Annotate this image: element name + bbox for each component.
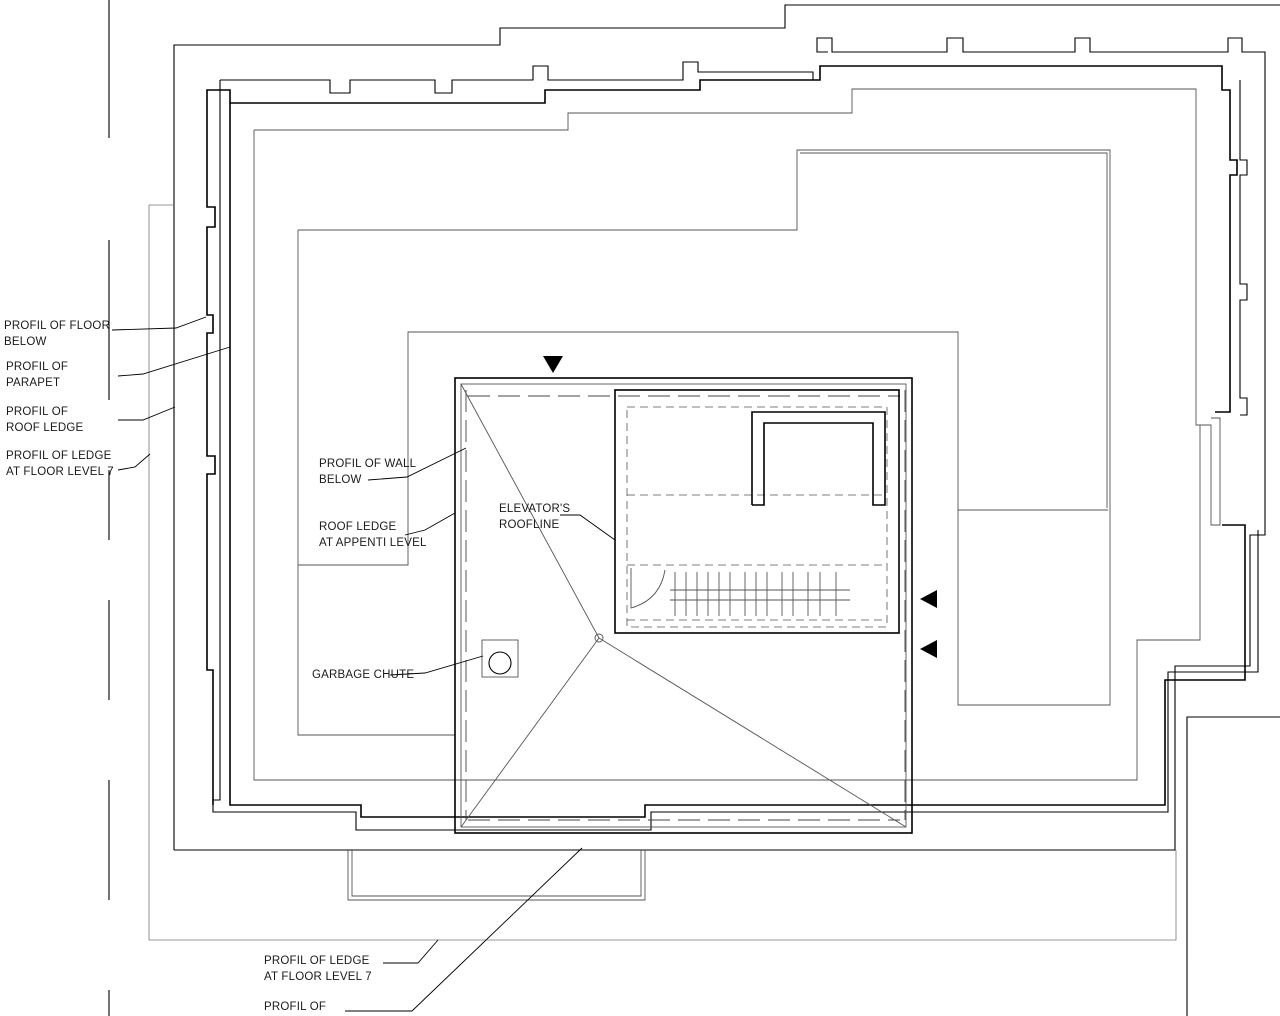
annotation-labels: PROFIL OF FLOOR BELOW PROFIL OF PARAPET …: [4, 320, 570, 1013]
building-outline: [173, 4, 1280, 850]
label-parapet: PROFIL OF: [6, 361, 68, 373]
label-bottom-profil: PROFIL OF: [264, 1001, 326, 1013]
label-floor-below: PROFIL OF FLOOR: [4, 320, 110, 332]
label-roof-ledge: PROFIL OF: [6, 406, 68, 418]
triangle-marker-icon: [920, 640, 937, 658]
svg-text:AT FLOOR LEVEL 7: AT FLOOR LEVEL 7: [264, 971, 372, 983]
svg-text:AT FLOOR LEVEL 7: AT FLOOR LEVEL 7: [6, 466, 114, 478]
svg-text:AT APPENTI LEVEL: AT APPENTI LEVEL: [319, 537, 427, 549]
svg-text:ROOFLINE: ROOFLINE: [499, 519, 560, 531]
elevator-roofline: [614, 389, 900, 634]
axis-lines: [108, 0, 1188, 1016]
svg-text:BELOW: BELOW: [4, 336, 47, 348]
label-ledge-level7: PROFIL OF LEDGE: [6, 450, 112, 462]
parapet-profile: [206, 61, 1259, 831]
leader-lines: [111, 316, 616, 1012]
building-outline-right: [1186, 716, 1280, 955]
floor-below-profile: [298, 149, 1111, 706]
label-bottom-ledge: PROFIL OF LEDGE: [264, 955, 370, 967]
svg-text:ROOF LEDGE: ROOF LEDGE: [6, 422, 84, 434]
triangle-marker-icon: [920, 590, 937, 608]
label-appenti: ROOF LEDGE: [319, 521, 397, 533]
label-wall-below: PROFIL OF WALL: [319, 458, 417, 470]
svg-text:BELOW: BELOW: [319, 474, 362, 486]
triangle-marker-icon: [543, 356, 563, 373]
penthouse-roof: [454, 377, 913, 834]
label-garbage-chute: GARBAGE CHUTE: [312, 669, 414, 681]
garbage-chute: [481, 639, 519, 678]
svg-text:PARAPET: PARAPET: [6, 377, 60, 389]
roof-ledge-profile: [254, 88, 1221, 526]
label-elevator: ELEVATOR'S: [499, 503, 570, 515]
